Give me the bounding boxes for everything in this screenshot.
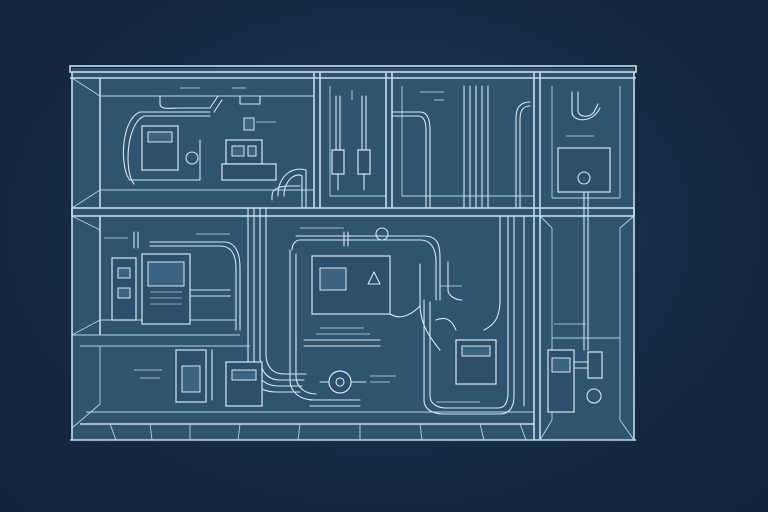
pump-rotor-icon — [335, 377, 345, 387]
pipe — [309, 399, 361, 407]
pipe-run — [429, 215, 509, 409]
valve-left — [331, 149, 345, 175]
boiler-unit — [122, 87, 261, 185]
pipe-run — [295, 253, 317, 395]
pipe-loop — [122, 111, 211, 181]
roof-beam — [69, 65, 637, 73]
pipe — [129, 139, 201, 181]
floor-line — [519, 423, 527, 441]
cabinet-panel — [117, 287, 131, 299]
room-edge — [71, 77, 101, 97]
pump — [309, 370, 396, 407]
pipe-run — [483, 215, 501, 331]
pipe — [447, 261, 463, 301]
pipe-run — [419, 303, 441, 351]
pipe-run — [435, 317, 457, 331]
pipe — [577, 91, 599, 117]
boiler-display — [147, 131, 173, 143]
pipe-run — [265, 207, 307, 375]
control-panel — [221, 117, 277, 181]
wall-unit-body — [557, 147, 611, 193]
manifold-screen — [319, 267, 347, 291]
cabinet-screen — [147, 261, 185, 287]
riser-pipes — [391, 85, 531, 209]
pipe-bend — [149, 241, 241, 331]
room-edge — [619, 215, 635, 229]
floor-line — [149, 423, 153, 441]
pipe — [239, 95, 261, 105]
floor-slab — [71, 207, 635, 217]
tank-label-plate — [461, 345, 491, 357]
pipe-bend — [295, 235, 441, 301]
pipe-bend — [391, 115, 427, 209]
vertical-risers — [463, 85, 489, 209]
distribution-cabinet — [104, 231, 241, 331]
floor-unit-panel — [231, 369, 257, 381]
pipe-run — [283, 174, 303, 209]
valve-right — [357, 149, 371, 175]
pipe — [159, 95, 211, 109]
pipe-run — [277, 168, 307, 209]
control-panel-base — [221, 163, 277, 181]
room-edge — [71, 403, 101, 429]
pipe — [209, 95, 223, 113]
meter-valve — [587, 351, 603, 379]
room-edge — [71, 189, 101, 209]
pipe-bend — [519, 105, 531, 209]
meter-display — [551, 357, 571, 373]
riser — [335, 95, 341, 151]
pipe-bend — [391, 111, 431, 209]
riser — [361, 95, 367, 151]
floor-line — [419, 423, 423, 441]
valve-wheel-icon — [375, 227, 389, 241]
pipe-run — [303, 339, 381, 347]
gauge-icon — [577, 171, 591, 185]
meter-unit — [547, 323, 603, 413]
pipe-loop — [127, 115, 211, 185]
pipe-run — [259, 207, 305, 381]
pipe-bend — [149, 245, 237, 331]
storage-cabinet-door — [181, 365, 201, 393]
storage-cabinet — [134, 349, 207, 403]
floor-grid — [80, 411, 534, 441]
pipe — [189, 289, 231, 297]
pipe-bend — [515, 101, 531, 209]
room-edge — [539, 215, 553, 229]
meter-dial-icon — [586, 388, 602, 404]
pump-body — [328, 370, 352, 394]
manifold-panel — [291, 227, 441, 335]
pipe-bend — [291, 239, 301, 251]
valve-pair — [331, 90, 371, 191]
pipe — [343, 231, 349, 247]
floor-line — [479, 423, 485, 441]
room-edge — [619, 419, 635, 441]
room-edge — [539, 419, 553, 441]
warning-icon — [367, 271, 381, 285]
floor-line — [237, 423, 241, 441]
pipe — [133, 231, 139, 249]
control-panel-switch — [247, 145, 257, 157]
thermostat-icon — [243, 117, 255, 131]
pipe-bend — [299, 239, 437, 301]
cabinet-panel — [117, 267, 131, 279]
pipe — [337, 173, 365, 191]
gauge-icon — [185, 151, 199, 165]
pipe-run — [423, 215, 515, 415]
tank-unit — [436, 261, 497, 403]
control-panel-screen — [231, 145, 245, 157]
room-edge — [71, 215, 101, 231]
floor-line — [297, 423, 301, 441]
pipe — [571, 91, 601, 121]
floor-unit — [211, 349, 263, 407]
pipe — [573, 361, 589, 369]
floor-line — [109, 423, 117, 441]
wall-unit — [557, 91, 611, 351]
pipe-run — [271, 185, 301, 201]
floor-unit-body — [225, 361, 263, 407]
room-edge — [71, 319, 101, 336]
